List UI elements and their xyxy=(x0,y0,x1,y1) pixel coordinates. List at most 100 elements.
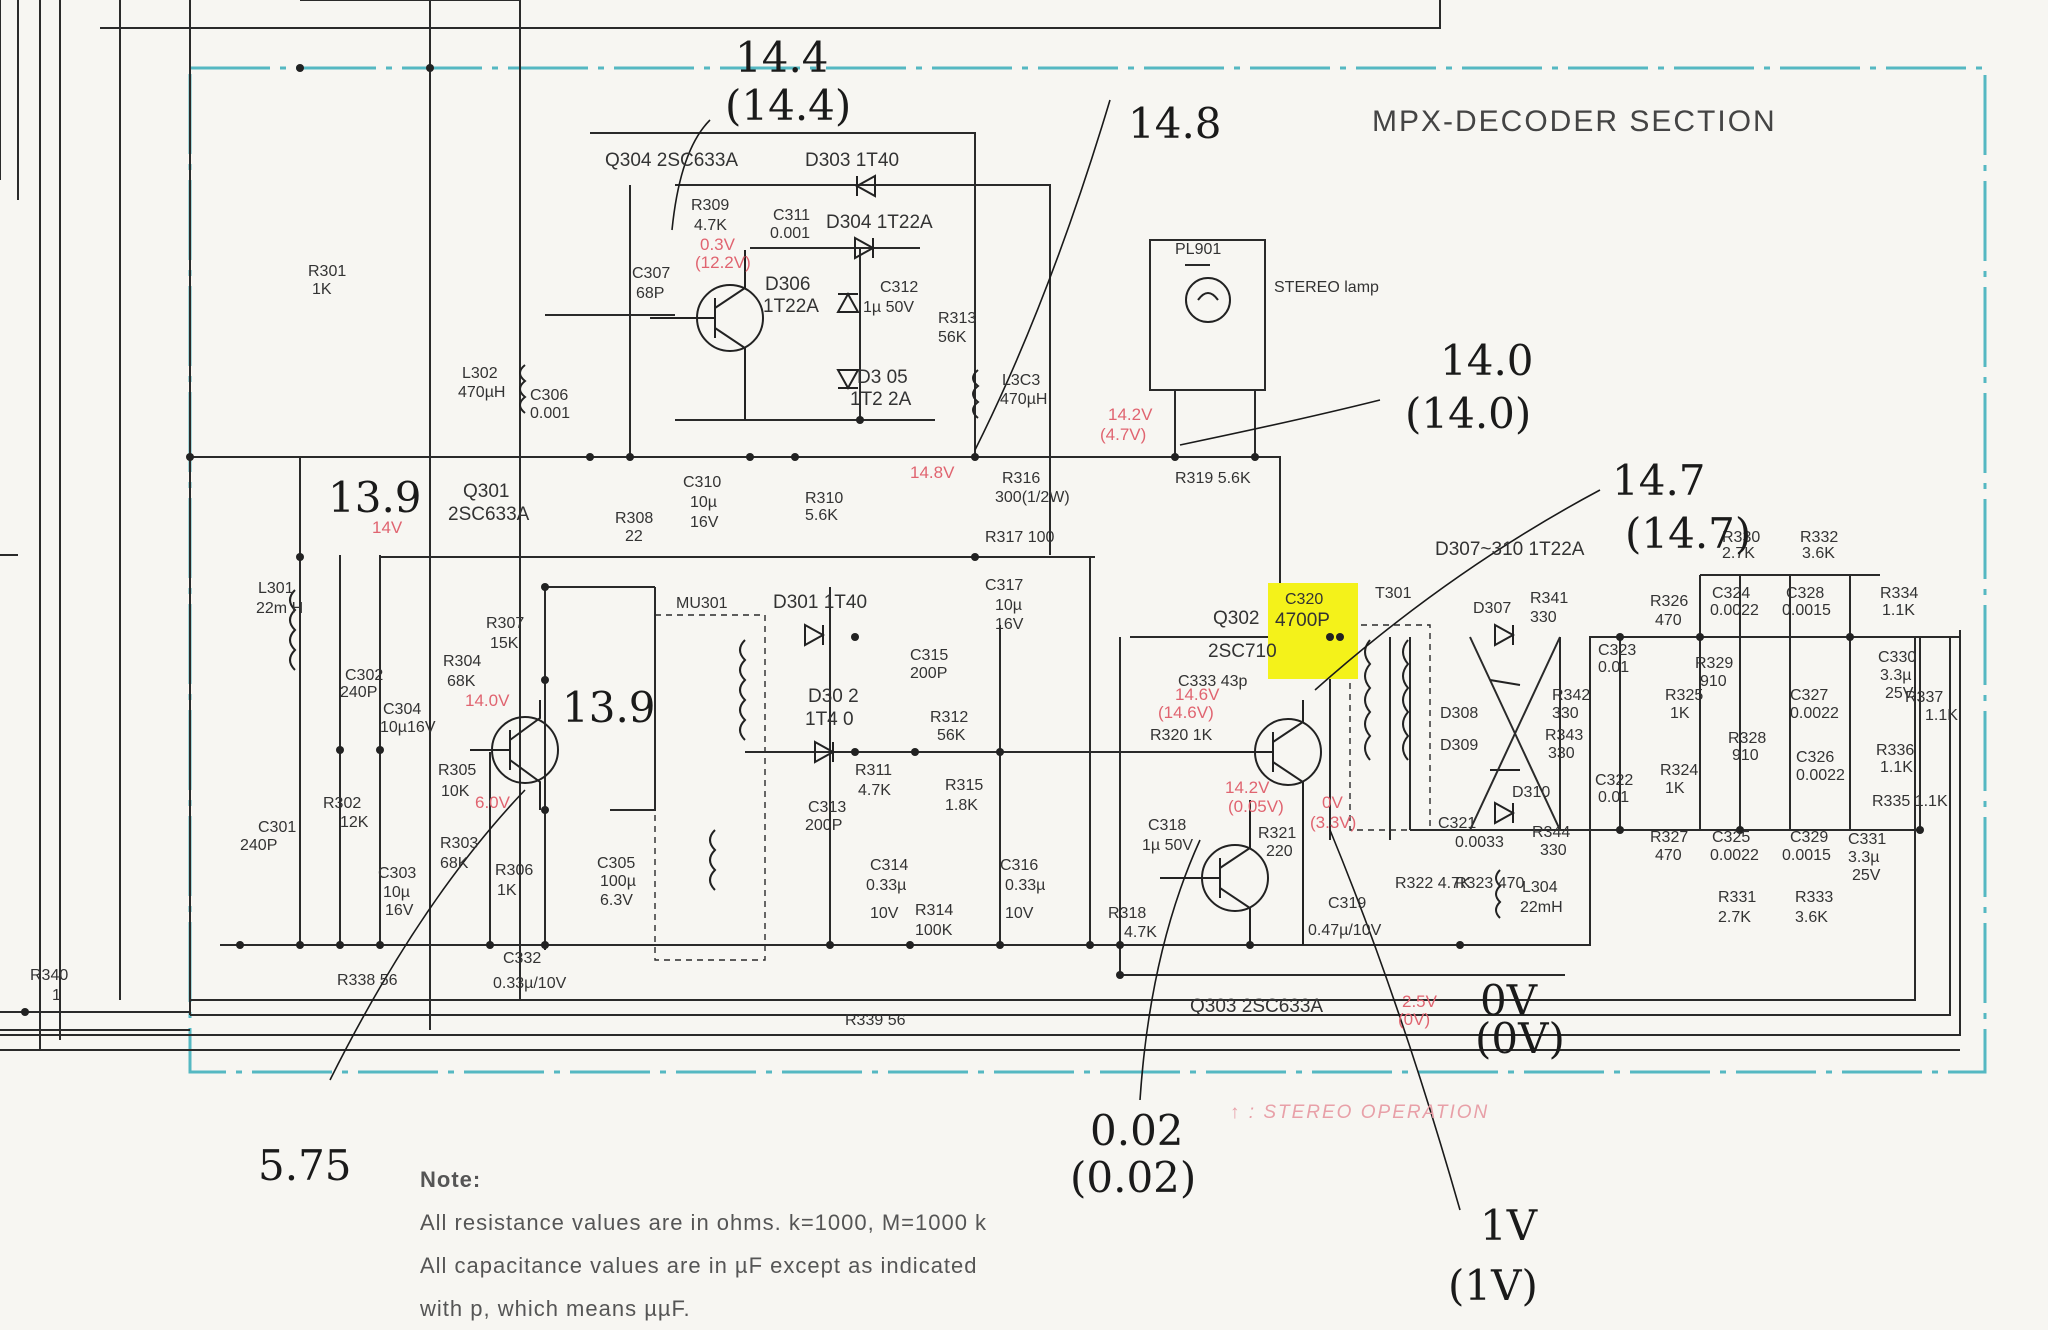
r301-ref: R301 xyxy=(308,263,346,280)
d308-label: D308 xyxy=(1440,705,1478,722)
c330-v1: 3.3µ xyxy=(1880,667,1911,684)
r340-ref: R340 xyxy=(30,967,68,984)
c328-ref: C328 xyxy=(1786,585,1824,602)
r331-val: 2.7K xyxy=(1718,909,1751,926)
c312-ref: C312 xyxy=(880,279,918,296)
r306-ref: R306 xyxy=(495,862,533,879)
c320-highlight xyxy=(1268,583,1358,679)
c331-ref: C331 xyxy=(1848,831,1886,848)
r313-val: 56K xyxy=(938,329,967,346)
r323-label: R323 470 xyxy=(1455,875,1524,892)
c323-val: 0.01 xyxy=(1598,659,1629,676)
r342-val: 330 xyxy=(1552,705,1579,722)
v0-3: 0.3V xyxy=(700,235,736,254)
d301-label: D301 1T40 xyxy=(773,592,867,613)
c307-ref: C307 xyxy=(632,265,670,282)
r329-ref: R329 xyxy=(1695,655,1733,672)
r312-ref: R312 xyxy=(930,709,968,726)
diodes xyxy=(804,174,1561,831)
c312-val: 1µ 50V xyxy=(863,299,914,316)
hand-5-75: 5.75 xyxy=(258,1141,352,1190)
r320-label: R320 1K xyxy=(1150,727,1213,744)
c313-ref: C313 xyxy=(808,799,846,816)
q301-ref: Q301 xyxy=(463,481,509,502)
c327-ref: C327 xyxy=(1790,687,1828,704)
r344-ref: R344 xyxy=(1532,824,1570,841)
v14-0: 14.0V xyxy=(465,691,510,710)
q303-label: Q303 2SC633A xyxy=(1190,996,1323,1017)
r333-val: 3.6K xyxy=(1795,909,1828,926)
c326-ref: C326 xyxy=(1796,749,1834,766)
r321-val: 220 xyxy=(1266,843,1293,860)
l303-val: 470µH xyxy=(1000,391,1047,408)
c303-ref: C303 xyxy=(378,865,416,882)
d306-label-b: 1T22A xyxy=(763,296,819,317)
d307-310-label: D307~310 1T22A xyxy=(1435,539,1585,560)
r303-val: 68K xyxy=(440,855,469,872)
v14-6-paren: (14.6V) xyxy=(1158,703,1214,722)
c332-ref: C332 xyxy=(503,950,541,967)
hand-14-7-paren: (14.7) xyxy=(1625,509,1751,558)
c326-val: 0.0022 xyxy=(1796,767,1845,784)
r309-ref: R309 xyxy=(691,197,729,214)
c301-val: 240P xyxy=(240,837,277,854)
r326-val: 470 xyxy=(1655,612,1682,629)
hand-0v: 0V xyxy=(1480,976,1538,1025)
r314-val: 100K xyxy=(915,922,953,939)
r302-ref: R302 xyxy=(323,795,361,812)
r313-ref: R313 xyxy=(938,310,976,327)
c305-ref: C305 xyxy=(597,855,635,872)
l304-val: 22mH xyxy=(1520,899,1563,916)
v0-05: (0.05V) xyxy=(1228,797,1284,816)
l304-ref: L304 xyxy=(1522,879,1558,896)
c331-v1: 3.3µ xyxy=(1848,849,1879,866)
c332-val: 0.33µ/10V xyxy=(493,975,567,992)
c310-ref: C310 xyxy=(683,474,721,491)
section-border xyxy=(188,66,1987,1074)
inductor-coils xyxy=(289,364,1502,961)
r309-val: 4.7K xyxy=(694,217,727,234)
r337-ref: R337 xyxy=(1905,689,1943,706)
d306-label-a: D306 xyxy=(765,274,810,295)
r328-val: 910 xyxy=(1732,747,1759,764)
r311-val: 4.7K xyxy=(858,782,891,799)
hand-13-9-q301: 13.9 xyxy=(562,683,656,732)
r343-ref: R343 xyxy=(1545,727,1583,744)
c318-val: 1µ 50V xyxy=(1142,837,1193,854)
hand-14-0-paren: (14.0) xyxy=(1405,389,1531,438)
c302-ref: C302 xyxy=(345,667,383,684)
r330-ref: R330 xyxy=(1722,529,1760,546)
d310-label: D310 xyxy=(1512,784,1550,801)
c333-label: C333 43p xyxy=(1178,673,1247,690)
r318-val: 4.7K xyxy=(1124,924,1157,941)
v14-2-q303: 14.2V xyxy=(1225,778,1270,797)
r335-label: R335 1.1K xyxy=(1872,793,1948,810)
c319-val: 0.47µ/10V xyxy=(1308,922,1382,939)
r308-val: 22 xyxy=(625,528,643,545)
hand-1v: 1V xyxy=(1480,1201,1538,1250)
c316-v1: 0.33µ xyxy=(1005,877,1045,894)
v6-0: 6.0V xyxy=(475,793,511,812)
l301-val: 22m H xyxy=(256,600,303,617)
mu301-label: MU301 xyxy=(676,595,728,612)
r330-val: 2.7K xyxy=(1722,545,1755,562)
resistor-labels: R301 1K R302 12K R303 68K R304 68K R305 … xyxy=(30,197,1958,1029)
c314-v2: 10V xyxy=(870,905,899,922)
hand-0-02: 0.02 xyxy=(1090,1106,1184,1155)
annotation-leaders xyxy=(329,99,1601,1211)
c306-val: 0.001 xyxy=(530,405,570,422)
q302-type: 2SC710 xyxy=(1208,641,1277,662)
c324-val: 0.0022 xyxy=(1710,602,1759,619)
c304-ref: C304 xyxy=(383,701,421,718)
c329-ref: C329 xyxy=(1790,829,1828,846)
r317-label: R317 100 xyxy=(985,529,1054,546)
note-heading: Note: xyxy=(420,1167,482,1192)
c305-v1: 100µ xyxy=(600,873,636,890)
c328-val: 0.0015 xyxy=(1782,602,1831,619)
c325-ref: C325 xyxy=(1712,829,1750,846)
c321-ref: C321 xyxy=(1438,815,1476,832)
c310-v2: 16V xyxy=(690,514,719,531)
r325-ref: R325 xyxy=(1665,687,1703,704)
